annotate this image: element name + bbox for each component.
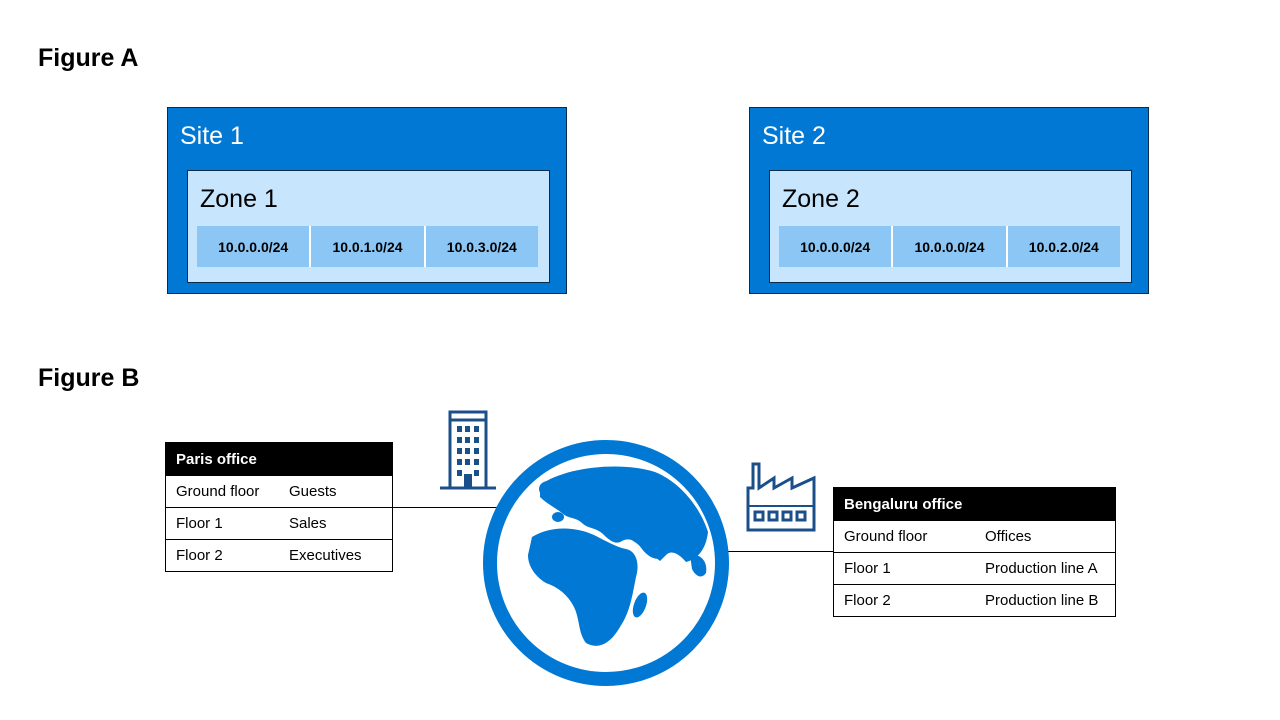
zone-label: Zone 2 <box>782 185 860 213</box>
table-row: Floor 2 Executives <box>166 539 392 571</box>
bengaluru-office-table: Bengaluru office Ground floor Offices Fl… <box>833 487 1116 617</box>
table-row: Ground floor Guests <box>166 475 392 507</box>
floor-cell: Floor 1 <box>176 515 223 532</box>
table-row: Floor 2 Production line B <box>834 584 1115 616</box>
zone-2-box: Zone 2 10.0.0.0/24 10.0.0.0/24 10.0.2.0/… <box>769 170 1132 283</box>
subnet-cell: 10.0.3.0/24 <box>423 226 538 267</box>
figure-b-title: Figure B <box>38 364 140 392</box>
office-name: Paris office <box>166 443 392 475</box>
subnet-cell: 10.0.0.0/24 <box>779 226 892 267</box>
subnet-row: 10.0.0.0/24 10.0.1.0/24 10.0.3.0/24 <box>197 226 538 267</box>
use-cell: Sales <box>289 515 327 532</box>
bengaluru-connector-line <box>696 551 834 552</box>
site-label: Site 2 <box>762 122 826 150</box>
zone-1-box: Zone 1 10.0.0.0/24 10.0.1.0/24 10.0.3.0/… <box>187 170 550 283</box>
floor-cell: Floor 1 <box>844 560 891 577</box>
subnet-cell: 10.0.2.0/24 <box>1005 226 1120 267</box>
floor-cell: Ground floor <box>844 528 928 545</box>
table-row: Ground floor Offices <box>834 520 1115 552</box>
subnet-cell: 10.0.0.0/24 <box>891 226 1006 267</box>
floor-cell: Floor 2 <box>844 592 891 609</box>
table-row: Floor 1 Sales <box>166 507 392 539</box>
subnet-row: 10.0.0.0/24 10.0.0.0/24 10.0.2.0/24 <box>779 226 1120 267</box>
subnet-cell: 10.0.1.0/24 <box>309 226 424 267</box>
globe-icon <box>483 440 729 686</box>
use-cell: Production line A <box>985 560 1098 577</box>
floor-cell: Floor 2 <box>176 547 223 564</box>
use-cell: Production line B <box>985 592 1099 609</box>
paris-connector-line <box>392 507 562 508</box>
office-name: Bengaluru office <box>834 488 1115 520</box>
paris-office-table: Paris office Ground floor Guests Floor 1… <box>165 442 393 572</box>
use-cell: Guests <box>289 483 337 500</box>
table-row: Floor 1 Production line A <box>834 552 1115 584</box>
site-2-box: Site 2 Zone 2 10.0.0.0/24 10.0.0.0/24 10… <box>749 107 1149 294</box>
office-building-icon <box>440 410 496 490</box>
use-cell: Executives <box>289 547 362 564</box>
factory-icon <box>746 462 816 532</box>
figure-a-title: Figure A <box>38 44 139 72</box>
use-cell: Offices <box>985 528 1032 545</box>
zone-label: Zone 1 <box>200 185 278 213</box>
site-label: Site 1 <box>180 122 244 150</box>
site-1-box: Site 1 Zone 1 10.0.0.0/24 10.0.1.0/24 10… <box>167 107 567 294</box>
subnet-cell: 10.0.0.0/24 <box>197 226 310 267</box>
floor-cell: Ground floor <box>176 483 260 500</box>
